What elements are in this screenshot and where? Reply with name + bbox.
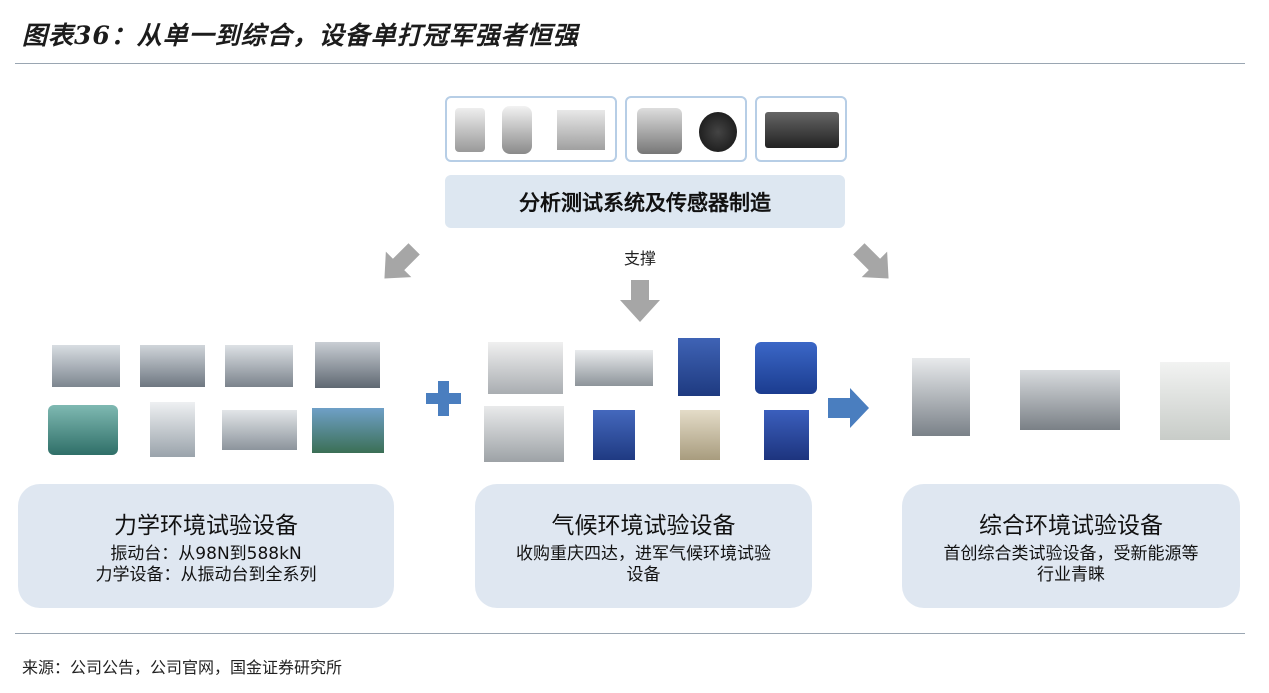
sensor-image <box>455 108 485 152</box>
equipment-image <box>52 345 120 387</box>
category-line: 力学设备：从振动台到全系列 <box>95 565 317 585</box>
equipment-image <box>764 410 809 460</box>
category-line: 收购重庆四达，进军气候环境试验 <box>516 544 771 564</box>
arrow-down-left <box>384 243 420 279</box>
sensor-photo-2 <box>625 96 747 162</box>
equipment-image <box>575 350 653 386</box>
equipment-image <box>150 402 195 457</box>
equipment-image <box>315 342 380 388</box>
equipment-image <box>912 358 970 436</box>
category-heading: 综合环境试验设备 <box>979 513 1163 539</box>
sensor-image <box>502 106 532 154</box>
equipment-image <box>48 405 118 455</box>
equipment-image <box>140 345 205 387</box>
category-heading: 力学环境试验设备 <box>114 513 298 539</box>
category-line: 首创综合类试验设备，受新能源等 <box>943 544 1199 564</box>
equipment-image <box>593 410 635 460</box>
analyzer-photo <box>755 96 847 162</box>
analyzer-image <box>765 112 839 148</box>
sensor-image <box>699 112 737 152</box>
category-box-climate: 气候环境试验设备 收购重庆四达，进军气候环境试验 设备 <box>475 484 812 608</box>
equipment-image <box>680 410 720 460</box>
equipment-image <box>1160 362 1230 440</box>
sensor-photo-1 <box>445 96 617 162</box>
equipment-image <box>312 408 384 453</box>
category-heading: 气候环境试验设备 <box>551 513 736 539</box>
arrow-down <box>620 280 660 322</box>
sensor-image <box>637 108 682 154</box>
equipment-image <box>225 345 293 387</box>
category-line: 振动台：从98N到588kN <box>110 544 302 564</box>
source-note: 来源：公司公告，公司官网，国金证券研究所 <box>22 658 343 677</box>
top-box: 分析测试系统及传感器制造 <box>445 175 845 228</box>
category-line: 设备 <box>626 565 661 585</box>
equipment-image <box>755 342 817 394</box>
equipment-image <box>678 338 720 396</box>
figure-title: 图表36：从单一到综合，设备单打冠军强者恒强 <box>22 21 579 50</box>
equipment-image <box>222 410 297 450</box>
arrow-down-right <box>853 243 889 279</box>
title-rule <box>15 63 1245 64</box>
support-label: 支撑 <box>623 249 656 268</box>
sensor-image <box>557 110 605 150</box>
plus-icon <box>426 381 461 416</box>
arrow-right <box>828 388 869 428</box>
category-line: 行业青睐 <box>1037 565 1105 585</box>
equipment-image <box>488 342 563 394</box>
equipment-image <box>1020 370 1120 430</box>
category-box-combined: 综合环境试验设备 首创综合类试验设备，受新能源等 行业青睐 <box>902 484 1240 608</box>
equipment-image <box>484 406 564 462</box>
source-rule <box>15 633 1245 634</box>
category-box-mechanical: 力学环境试验设备 振动台：从98N到588kN 力学设备：从振动台到全系列 <box>18 484 394 608</box>
